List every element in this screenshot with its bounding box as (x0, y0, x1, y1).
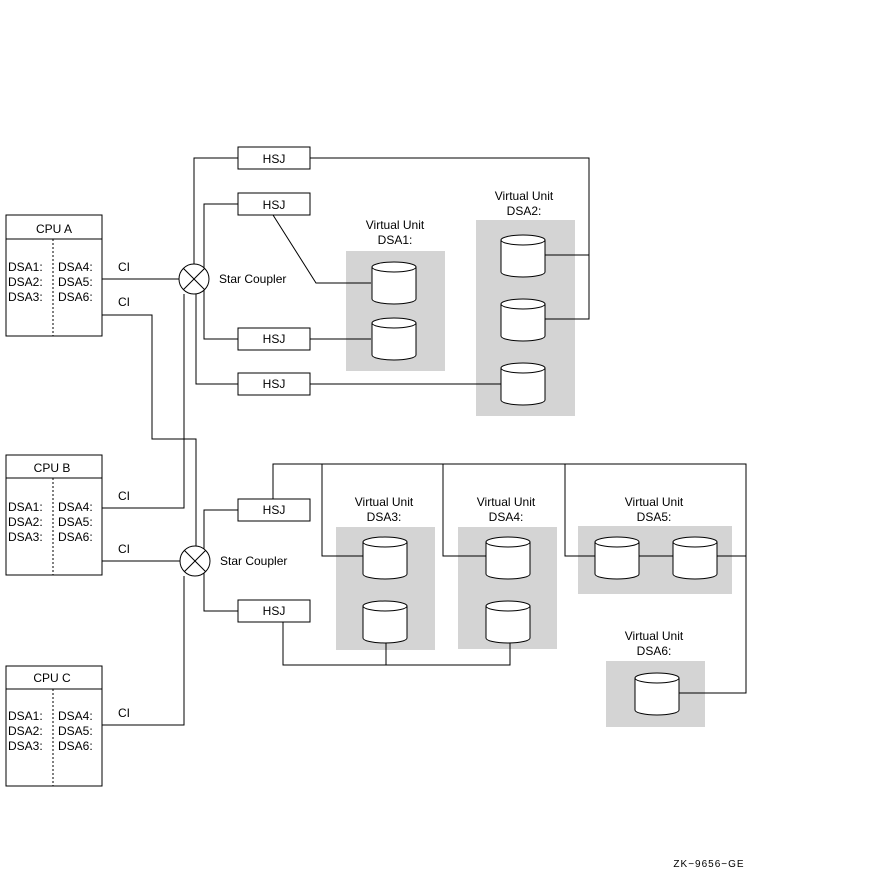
cpu-b-unit-dsa2: DSA2: (8, 515, 43, 529)
cpu-c-unit-dsa6: DSA6: (58, 739, 93, 753)
cpu-a-unit-dsa5: DSA5: (58, 275, 93, 289)
hsj-controller-4: HSJ (237, 372, 311, 396)
hsj-controller-2: HSJ (237, 192, 311, 216)
dsa2-disk-1-icon (500, 234, 546, 278)
ci-label-cpu-a-2: CI (118, 295, 130, 309)
cpu-b-title: CPU B (34, 461, 71, 475)
star-coupler-2-label: Star Coupler (220, 554, 287, 568)
hsj-1-label: HSJ (263, 152, 286, 166)
cpu-a-title: CPU A (36, 222, 72, 236)
dsa4-disk-2-icon (485, 600, 531, 644)
star-coupler-2-icon (179, 545, 211, 577)
cpu-b-unit-dsa3: DSA3: (8, 530, 43, 544)
cpu-b-unit-dsa1: DSA1: (8, 500, 43, 514)
hsj-2-label: HSJ (263, 198, 286, 212)
virtual-unit-dsa2-title: Virtual Unit (495, 189, 554, 203)
virtual-unit-dsa4-title: Virtual Unit (477, 495, 536, 509)
ci-label-cpu-b-1: CI (118, 489, 130, 503)
cpu-b-unit-dsa6: DSA6: (58, 530, 93, 544)
hsj-controller-1: HSJ (237, 146, 311, 170)
virtual-unit-dsa6-name: DSA6: (637, 644, 672, 658)
dsa3-disk-1-icon (362, 536, 408, 580)
ci-label-cpu-a-1: CI (118, 260, 130, 274)
upper-cluster-wiring (102, 157, 590, 546)
figure-id: ZK−9656−GE (673, 859, 744, 870)
dsa1-disk-2-icon (371, 317, 417, 361)
virtual-unit-dsa6-title: Virtual Unit (625, 629, 684, 643)
hsj-controller-3: HSJ (237, 327, 311, 351)
cpu-a-unit-dsa3: DSA3: (8, 290, 43, 304)
virtual-unit-dsa1-title: Virtual Unit (366, 218, 425, 232)
virtual-unit-dsa2-name: DSA2: (507, 204, 542, 218)
dsa4-disk-1-icon (485, 536, 531, 580)
cpu-c-unit-dsa5: DSA5: (58, 724, 93, 738)
hsj-5-label: HSJ (263, 503, 286, 517)
lower-cluster-wiring (102, 463, 747, 726)
cpu-c-unit-dsa4: DSA4: (58, 709, 93, 723)
cpu-b-unit-dsa4: DSA4: (58, 500, 93, 514)
cpu-a-box: CPU A DSA1: DSA2: DSA3: DSA4: DSA5: DSA6… (5, 214, 103, 337)
dsa5-disk-2-icon (672, 536, 718, 580)
cpu-c-title: CPU C (33, 671, 71, 685)
cpu-c-box: CPU C DSA1: DSA2: DSA3: DSA4: DSA5: DSA6… (5, 665, 103, 787)
cpu-a-unit-dsa2: DSA2: (8, 275, 43, 289)
dsa6-disk-1-icon (634, 672, 680, 716)
virtual-unit-dsa5-name: DSA5: (637, 510, 672, 524)
dsa1-disk-1-icon (371, 261, 417, 305)
cpu-c-unit-dsa1: DSA1: (8, 709, 43, 723)
virtual-unit-dsa5-title: Virtual Unit (625, 495, 684, 509)
cpu-a-unit-dsa1: DSA1: (8, 260, 43, 274)
dsa2-disk-3-icon (500, 362, 546, 406)
hsj-6-label: HSJ (263, 604, 286, 618)
cpu-a-unit-dsa6: DSA6: (58, 290, 93, 304)
hsj-controller-6: HSJ (237, 599, 311, 623)
cpu-a-unit-dsa4: DSA4: (58, 260, 93, 274)
hsj-4-label: HSJ (263, 377, 286, 391)
star-coupler-1-label: Star Coupler (219, 272, 286, 286)
virtual-unit-dsa3-name: DSA3: (367, 510, 402, 524)
ci-label-cpu-b-2: CI (118, 542, 130, 556)
cpu-c-unit-dsa2: DSA2: (8, 724, 43, 738)
hsj-3-label: HSJ (263, 332, 286, 346)
cpu-c-unit-dsa3: DSA3: (8, 739, 43, 753)
virtual-unit-dsa3-title: Virtual Unit (355, 495, 414, 509)
virtual-unit-dsa1-name: DSA1: (378, 233, 413, 247)
virtual-unit-dsa4-name: DSA4: (489, 510, 524, 524)
cpu-b-unit-dsa5: DSA5: (58, 515, 93, 529)
star-coupler-1-icon (178, 263, 210, 295)
dsa3-disk-2-icon (362, 600, 408, 644)
dsa5-disk-1-icon (594, 536, 640, 580)
dsa2-disk-2-icon (500, 298, 546, 342)
ci-label-cpu-c: CI (118, 706, 130, 720)
hsj-controller-5: HSJ (237, 498, 311, 522)
cpu-b-box: CPU B DSA1: DSA2: DSA3: DSA4: DSA5: DSA6… (5, 454, 103, 576)
